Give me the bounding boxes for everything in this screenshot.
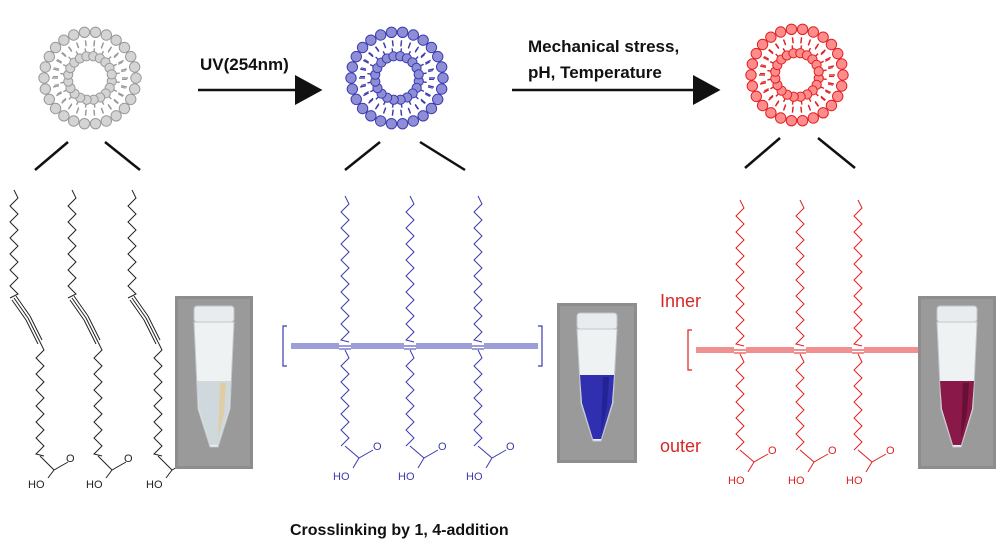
tube-photo-red bbox=[918, 296, 996, 469]
uv-label: UV(254nm) bbox=[200, 55, 289, 74]
oxygen-label: O bbox=[438, 441, 447, 453]
hydroxyl-label: HO bbox=[728, 475, 745, 487]
hydroxyl-label: HO bbox=[28, 479, 45, 491]
monomer-chain: HO O bbox=[9, 189, 75, 491]
oxygen-label: O bbox=[124, 453, 133, 465]
hydroxyl-label: HO bbox=[788, 475, 805, 487]
tube-photo-blue bbox=[557, 303, 637, 463]
hydroxyl-label: HO bbox=[846, 475, 863, 487]
oxygen-label: O bbox=[828, 445, 837, 457]
tube-photo-colorless bbox=[175, 296, 253, 469]
polydiacetylene-red: HO O HO O HO O bbox=[687, 199, 923, 487]
hydroxyl-label: HO bbox=[398, 471, 415, 483]
vesicle-grey bbox=[38, 26, 142, 130]
hydroxyl-label: HO bbox=[86, 479, 103, 491]
oxygen-label: O bbox=[66, 453, 75, 465]
arrow-uv: UV(254nm) bbox=[198, 55, 323, 105]
vesicle-red bbox=[745, 23, 849, 127]
monomer-chain: HO O bbox=[67, 189, 133, 491]
vesicle-blue bbox=[345, 26, 449, 130]
inner-label: Inner bbox=[660, 291, 701, 311]
stimuli-label-line1: Mechanical stress, bbox=[528, 37, 679, 56]
oxygen-label: O bbox=[506, 441, 515, 453]
zoom-lines bbox=[34, 137, 856, 172]
hydroxyl-label: HO bbox=[146, 479, 163, 491]
oxygen-label: O bbox=[373, 441, 382, 453]
stimuli-label-line2: pH, Temperature bbox=[528, 63, 662, 82]
caption: Crosslinking by 1, 4-addition bbox=[290, 522, 509, 539]
hydroxyl-label: HO bbox=[466, 471, 483, 483]
oxygen-label: O bbox=[886, 445, 895, 457]
oxygen-label: O bbox=[768, 445, 777, 457]
hydroxyl-label: HO bbox=[333, 471, 350, 483]
polydiacetylene-blue: HO O HO O HO O bbox=[282, 195, 543, 483]
arrow-stimuli: Mechanical stress, pH, Temperature bbox=[512, 37, 721, 105]
outer-label: outer bbox=[660, 436, 701, 456]
